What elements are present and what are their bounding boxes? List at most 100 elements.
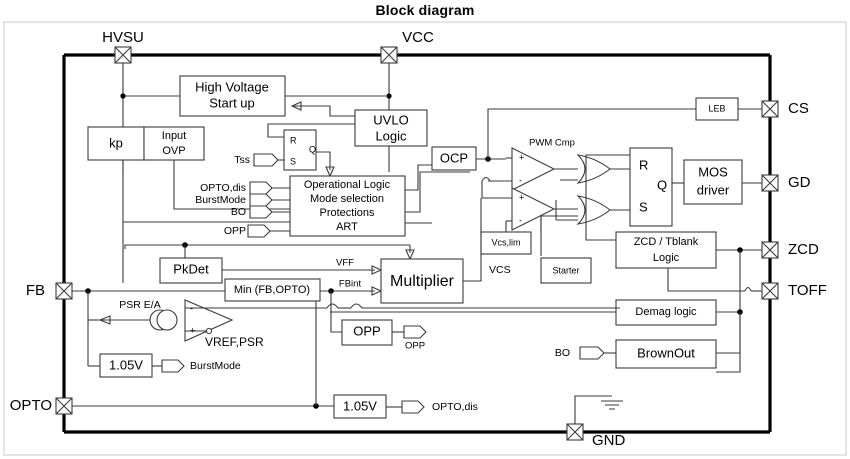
signal-flag-burstmode-out — [152, 359, 185, 373]
pin-label-gd: GD — [788, 174, 811, 191]
signal-flag-burstmode-in — [249, 193, 290, 207]
pkdet-label: PkDet — [173, 261, 209, 276]
block-demag-logic — [615, 299, 717, 326]
sr-pwm-q: Q — [657, 177, 667, 192]
pin-label-cs: CS — [788, 100, 809, 117]
wire-ocp-node — [476, 108, 696, 162]
uvlo-line2: Logic — [375, 128, 407, 143]
pin-toff[interactable] — [761, 282, 779, 300]
pin-label-zcd: ZCD — [788, 241, 819, 258]
comparator-pwm-top: + - — [488, 147, 578, 191]
signal-flag-opto-dis-out — [386, 400, 425, 414]
input-ovp-line2: OVP — [162, 145, 185, 157]
block-brownout — [615, 339, 717, 369]
starter-label: Starter — [552, 265, 579, 275]
signal-label-bo-brownout: BO — [555, 347, 570, 359]
wires-pkdet — [122, 242, 415, 283]
vcs-lim-label: Vcs,lim — [492, 237, 521, 247]
comparator-vcslim: + - — [481, 181, 578, 232]
signal-label-opto-dis-in: OPTO,dis — [200, 182, 246, 194]
signal-label-opp-out: OPP — [405, 341, 425, 352]
wire-starter-to-or — [540, 215, 578, 256]
input-ovp-line1: Input — [162, 130, 186, 142]
demag-label: Demag logic — [635, 306, 697, 318]
sr-top-s: S — [290, 156, 296, 166]
min-fb-opto-label: Min (FB,OPTO) — [234, 284, 310, 296]
op-logic-line4: ART — [336, 221, 358, 233]
amplifier-psr-ea: - + — [184, 299, 620, 342]
brownout-label: BrownOut — [637, 345, 695, 360]
wires-opto — [72, 301, 334, 409]
wires-vcc — [285, 63, 392, 172]
pwm-top-plus: + — [519, 152, 524, 162]
pin-zcd[interactable] — [761, 241, 779, 259]
wire-multiplier-to-comparator — [463, 198, 482, 282]
kp-label: kp — [109, 135, 123, 150]
sr-top-r: R — [290, 135, 297, 145]
current-source-psr — [87, 291, 178, 366]
op-logic-line3: Protections — [319, 207, 375, 219]
sr-pwm-s: S — [639, 199, 648, 214]
sr-pwm-r: R — [639, 157, 648, 172]
vcslim-plus: + — [519, 192, 524, 202]
mos-driver-line1: MOS — [698, 164, 728, 179]
block-pkdet — [159, 257, 223, 284]
signal-flag-tss — [253, 153, 284, 167]
pin-label-vcc: VCC — [402, 29, 434, 46]
signal-flag-bo-brownout — [579, 346, 616, 360]
zcd-tblank-line1: ZCD / Tblank — [634, 236, 699, 248]
vcslim-minus: - — [519, 215, 522, 225]
wires-oplogic-right — [405, 164, 470, 224]
block-zcd-tblank — [615, 231, 717, 269]
hv-startup-line1: High Voltage — [195, 79, 269, 94]
signal-label-fbint: FBint — [339, 279, 362, 290]
pin-label-opto: OPTO — [10, 397, 52, 414]
signal-label-psr-ea: PSR E/A — [119, 299, 160, 311]
ocp-label: OCP — [440, 150, 468, 165]
signal-label-vff: VFF — [336, 258, 354, 269]
signal-label-bo-in: BO — [231, 206, 246, 218]
pin-opto[interactable] — [55, 397, 73, 415]
signal-flag-opp-in — [247, 224, 290, 238]
ref-105v-burst-label: 1.05V — [109, 357, 143, 372]
sr-top-q: Q — [309, 144, 316, 154]
block-min-fb-opto — [224, 278, 321, 302]
block-high-voltage-startup — [179, 75, 286, 117]
pin-label-hvsu: HVSU — [102, 29, 144, 46]
block-sr-latch-top — [283, 129, 317, 171]
multiplier-label: Multiplier — [390, 273, 455, 290]
signal-label-vref-psr: VREF,PSR — [205, 335, 264, 349]
wire-sr-top-r — [267, 123, 355, 138]
op-logic-line1: Operational Logic — [304, 179, 391, 191]
signal-flag-opp-out — [392, 325, 427, 339]
signal-label-pwm-cmp: PWM Cmp — [529, 138, 575, 149]
block-opp — [341, 319, 393, 346]
signal-label-opp-in: OPP — [224, 225, 246, 237]
block-sr-latch-pwm — [629, 147, 673, 227]
pin-fb[interactable] — [55, 282, 73, 300]
signal-flag-bo-in — [249, 205, 290, 219]
pin-hvsu[interactable] — [114, 46, 132, 64]
block-starter — [540, 257, 592, 284]
pin-gd[interactable] — [761, 174, 779, 192]
block-input-ovp — [143, 126, 205, 161]
pin-vcc[interactable] — [380, 46, 398, 64]
op-logic-line2: Mode selection — [310, 193, 384, 205]
ref-105v-opto-label: 1.05V — [343, 398, 377, 413]
uvlo-line1: UVLO — [373, 112, 408, 127]
leb-label: LEB — [708, 103, 725, 113]
pin-cs[interactable] — [761, 100, 779, 118]
block-uvlo-logic — [354, 109, 428, 147]
wire-jump-1 — [481, 176, 491, 182]
pin-gnd[interactable] — [566, 423, 584, 441]
zcd-tblank-line2: Logic — [653, 252, 680, 264]
wires-zcd — [585, 154, 762, 373]
signal-label-opto-dis-out: OPTO,dis — [432, 401, 478, 413]
page-frame — [3, 21, 847, 456]
block-mos-driver — [683, 159, 743, 205]
signal-label-vcs: VCS — [489, 264, 511, 276]
psr-plus: + — [190, 325, 195, 335]
pin-label-fb: FB — [26, 282, 45, 299]
